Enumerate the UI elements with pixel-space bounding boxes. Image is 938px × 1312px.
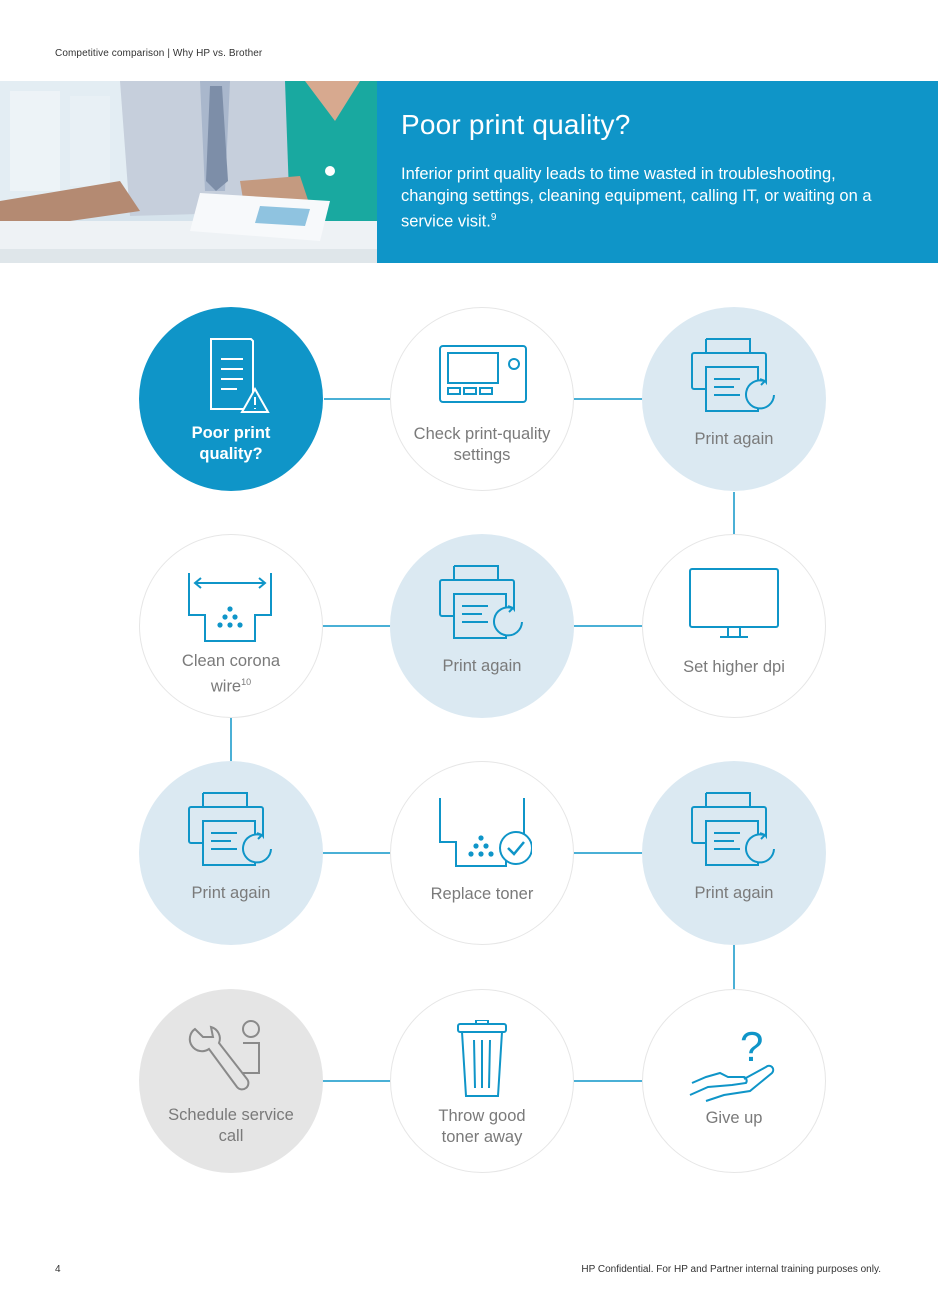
office-photo [0, 81, 377, 263]
label-line: call [218, 1127, 244, 1145]
hand-question-icon: ? [689, 1023, 775, 1102]
step-check-settings: Check print-quality settings [390, 307, 574, 491]
step-label: Print again [442, 657, 522, 675]
page-title: Poor print quality? [401, 109, 631, 140]
toner-check-icon [439, 798, 532, 867]
step-label: Schedule service call [151, 1105, 311, 1147]
step-label: Throw good toner away [402, 1106, 562, 1148]
hero-description: Inferior print quality leads to time was… [401, 163, 901, 233]
step-label: Clean corona wire10 [151, 651, 311, 698]
step-label: Set higher dpi [683, 658, 785, 676]
step-label: Check print-quality settings [402, 424, 562, 466]
page-number: 4 [55, 1264, 61, 1275]
label-line: Check print-quality [413, 425, 551, 443]
step-print-again-2: Print again [390, 534, 574, 718]
label-line: Throw good [438, 1107, 526, 1125]
printer-retry-icon [691, 338, 775, 412]
step-schedule-service: Schedule service call [139, 989, 323, 1173]
step-print-again-1: Print again [642, 307, 826, 491]
label-line: Schedule service [168, 1106, 294, 1124]
monitor-icon [689, 568, 779, 638]
hero-text-panel: Poor print quality? Inferior print quali… [377, 81, 938, 263]
document-warning-icon [210, 338, 270, 413]
label-line: Poor print [191, 424, 271, 442]
trash-can-icon [457, 1020, 507, 1097]
label-line: settings [453, 446, 511, 464]
step-label: Print again [191, 884, 271, 902]
svg-text:?: ? [740, 1023, 763, 1070]
control-panel-icon [439, 345, 527, 403]
step-give-up: ? Give up [642, 989, 826, 1173]
step-label: Print again [694, 884, 774, 902]
step-label: Replace toner [430, 885, 534, 903]
printer-retry-icon [691, 792, 775, 866]
printer-retry-icon [188, 792, 272, 866]
step-label: Give up [705, 1109, 763, 1127]
label-line: Clean corona [181, 652, 281, 670]
label-line: toner away [441, 1128, 523, 1146]
step-clean-corona-wire: Clean corona wire10 [139, 534, 323, 718]
label-line: wire [210, 677, 242, 696]
office-photo-illustration [0, 81, 377, 263]
step-label: Poor print quality? [151, 423, 311, 465]
step-set-higher-dpi: Set higher dpi [642, 534, 826, 718]
confidential-notice: HP Confidential. For HP and Partner inte… [581, 1264, 881, 1275]
footnote-ref: 9 [490, 212, 497, 223]
label-line: quality? [199, 445, 263, 463]
hero-banner: Poor print quality? Inferior print quali… [0, 81, 938, 263]
hero-description-text: Inferior print quality leads to time was… [401, 165, 872, 231]
toner-cartridge-icon [188, 573, 272, 642]
step-replace-toner: Replace toner [390, 761, 574, 945]
printer-retry-icon [439, 565, 523, 639]
breadcrumb: Competitive comparison | Why HP vs. Brot… [55, 48, 263, 59]
step-throw-toner-away: Throw good toner away [390, 989, 574, 1173]
step-poor-print-quality: Poor print quality? [139, 307, 323, 491]
step-label: Print again [694, 430, 774, 448]
wrench-technician-icon [188, 1020, 260, 1091]
step-print-again-3: Print again [139, 761, 323, 945]
footnote-ref: 10 [241, 677, 252, 687]
step-print-again-4: Print again [642, 761, 826, 945]
